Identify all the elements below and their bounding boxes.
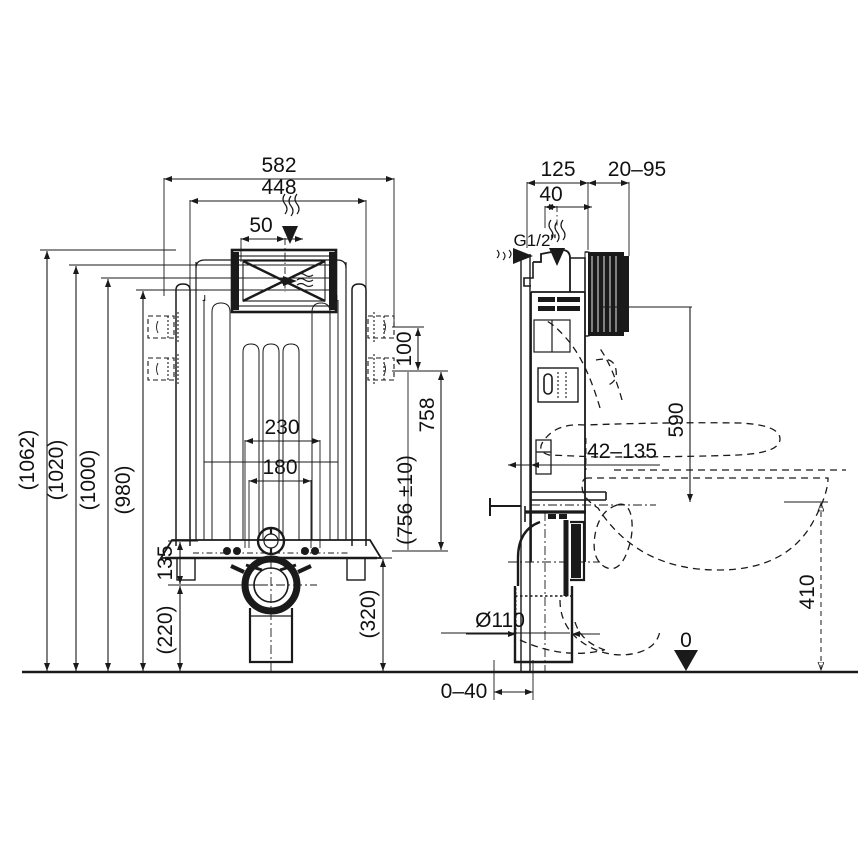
dim-label-220: (220) [154, 605, 177, 654]
dim-label-1000: (1000) [77, 450, 100, 511]
dim-label-448: 448 [261, 176, 296, 199]
dim-42-135 [508, 438, 660, 472]
dim-230 [244, 438, 321, 548]
dim-label-590: 590 [665, 402, 688, 437]
dim-label-100: 100 [393, 331, 416, 366]
dim-20-95 [588, 180, 630, 256]
datum-zero-marker [674, 650, 698, 671]
dim-label-582: 582 [261, 154, 296, 177]
dim-label-980: (980) [112, 465, 135, 514]
dim-label-758: 758 [416, 397, 439, 432]
dim-135 [168, 540, 264, 586]
dim-180 [248, 478, 312, 548]
dim-label-1020: (1020) [45, 440, 68, 501]
label-g12: G1/2" [514, 231, 557, 250]
dim-label-230: 230 [264, 416, 299, 439]
dim-0-40 [493, 660, 534, 700]
dim-980 [136, 289, 330, 671]
dim-1062 [40, 249, 176, 671]
dim-label-50: 50 [249, 214, 272, 237]
water-inlet-icon-front [282, 193, 300, 244]
dim-label-40: 40 [539, 183, 562, 206]
dim-label-410: 410 [796, 574, 819, 609]
dim-label-42135: 42–135 [587, 440, 657, 463]
dim-label-180: 180 [262, 456, 297, 479]
dim-label-320: (320) [357, 589, 380, 638]
dim-label-125: 125 [540, 158, 575, 181]
svg-text:r: r [334, 292, 338, 304]
dim-410 [784, 501, 828, 670]
dim-320 [360, 557, 392, 671]
dim-448 [189, 198, 367, 296]
dim-label-135: 135 [154, 545, 177, 580]
dim-590 [600, 306, 693, 502]
dim-1020 [69, 264, 330, 671]
section-view-frame [489, 219, 656, 672]
dim-1000 [101, 277, 330, 671]
dim-label-1062: (1062) [16, 430, 39, 491]
front-view-frame: r r [147, 248, 395, 672]
dim-label-2095: 20–95 [608, 158, 666, 181]
dim-label-756: (756 ±10) [394, 455, 417, 545]
dim-582 [163, 176, 395, 322]
wc-bowl-outline [519, 319, 846, 656]
dim-125 [526, 180, 589, 250]
dim-110 [441, 586, 600, 637]
dim-758 [392, 370, 448, 552]
datum-zero-label: 0 [680, 629, 692, 652]
dim-label-040: 0–40 [441, 680, 488, 703]
dim-40 [544, 204, 592, 228]
dim-label-110: Ø110 [475, 609, 525, 632]
svg-text:r: r [202, 292, 206, 304]
